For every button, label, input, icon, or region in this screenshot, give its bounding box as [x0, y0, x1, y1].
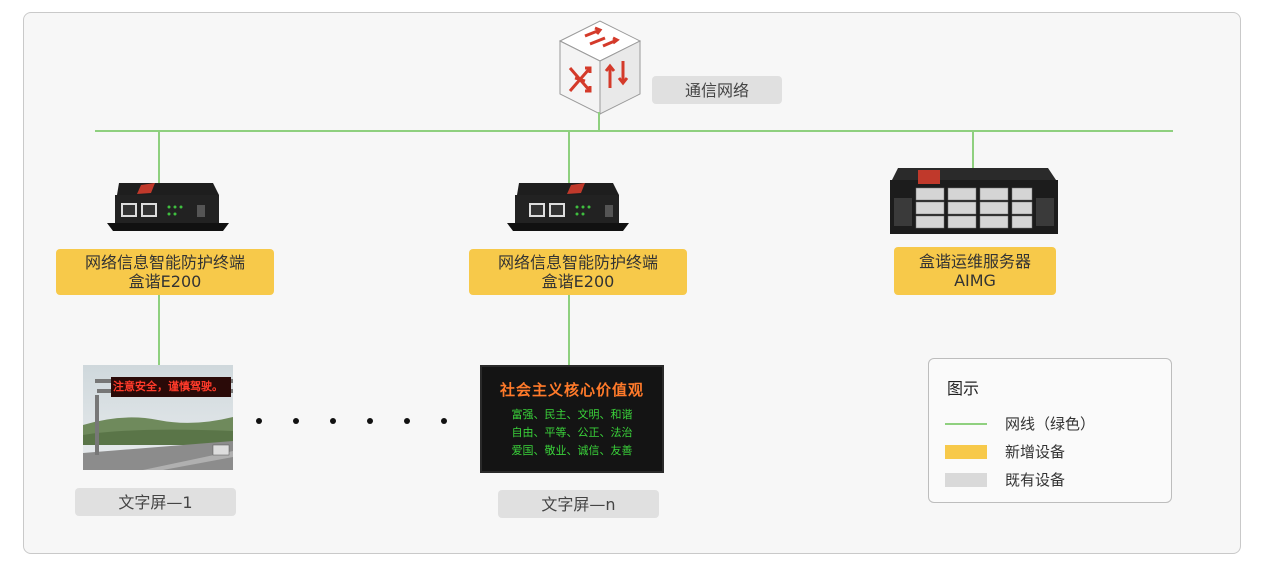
server-name: 盒谐运维服务器: [918, 252, 1031, 271]
terminal-name-1: 网络信息智能防护终端: [84, 253, 245, 272]
router-icon: [558, 20, 642, 115]
ellipsis-dot: [330, 418, 336, 424]
led-screen-n-line-2: 自由、平等、公正、法治: [511, 426, 633, 439]
ellipsis-dot: [441, 418, 447, 424]
screen-label-n: 文字屏—n: [498, 490, 659, 518]
ellipsis-dot: [293, 418, 299, 424]
server-model: AIMG: [954, 271, 996, 290]
terminal-model-2: 盒谐E200: [541, 272, 615, 291]
network-label: 通信网络: [652, 76, 782, 104]
legend-swatch-existing: [945, 472, 987, 487]
legend-label-cable: 网线（绿色）: [1005, 415, 1096, 433]
ellipsis-dot: [367, 418, 373, 424]
legend-swatch-new: [945, 444, 987, 459]
drop-line-terminal-2: [568, 131, 570, 183]
ellipsis-dot: [256, 418, 262, 424]
network-backbone: [95, 130, 1173, 132]
led-screen-n-line-3: 爱国、敬业、诚信、友善: [511, 444, 633, 457]
terminal-label-1: 网络信息智能防护终端 盒谐E200: [56, 249, 274, 295]
terminal-name-2: 网络信息智能防护终端: [497, 253, 658, 272]
legend-box: 图示 网线（绿色） 新增设备 既有设备: [928, 358, 1172, 503]
legend-label-new: 新增设备: [1005, 443, 1066, 461]
terminal-device-2: [507, 183, 629, 231]
led-screen-n-line-1: 富强、民主、文明、和谐: [511, 408, 633, 421]
server-device: [890, 168, 1058, 234]
screen-label-1: 文字屏—1: [75, 488, 236, 516]
led-screen-1-photo: [83, 365, 233, 470]
router-uplink: [598, 112, 600, 131]
terminal-device-1: [107, 183, 229, 231]
led-screen-1-text: 注意安全，谨慎驾驶。: [113, 380, 223, 393]
led-screen-n: 社会主义核心价值观 富强、民主、文明、和谐 自由、平等、公正、法治 爱国、敬业、…: [480, 365, 664, 473]
drop-line-terminal-1: [158, 131, 160, 183]
legend-label-existing: 既有设备: [1005, 471, 1066, 489]
legend-item-existing: 既有设备: [945, 469, 1065, 490]
server-label: 盒谐运维服务器 AIMG: [894, 247, 1056, 295]
screen-label-n-text: 文字屏—n: [541, 494, 616, 514]
legend-title: 图示: [947, 379, 980, 398]
terminal-label-2: 网络信息智能防护终端 盒谐E200: [469, 249, 687, 295]
legend-item-cable: 网线（绿色）: [945, 413, 1095, 434]
legend-swatch-line: [945, 422, 987, 425]
led-screen-n-title: 社会主义核心价值观: [499, 381, 644, 399]
drop-line-screen-n: [568, 295, 570, 365]
screen-label-1-text: 文字屏—1: [118, 492, 193, 512]
drop-line-screen-1: [158, 295, 160, 365]
network-label-text: 通信网络: [684, 80, 749, 100]
terminal-model-1: 盒谐E200: [128, 272, 202, 291]
legend-item-new: 新增设备: [945, 441, 1065, 462]
drop-line-server: [972, 131, 974, 169]
ellipsis-dot: [404, 418, 410, 424]
